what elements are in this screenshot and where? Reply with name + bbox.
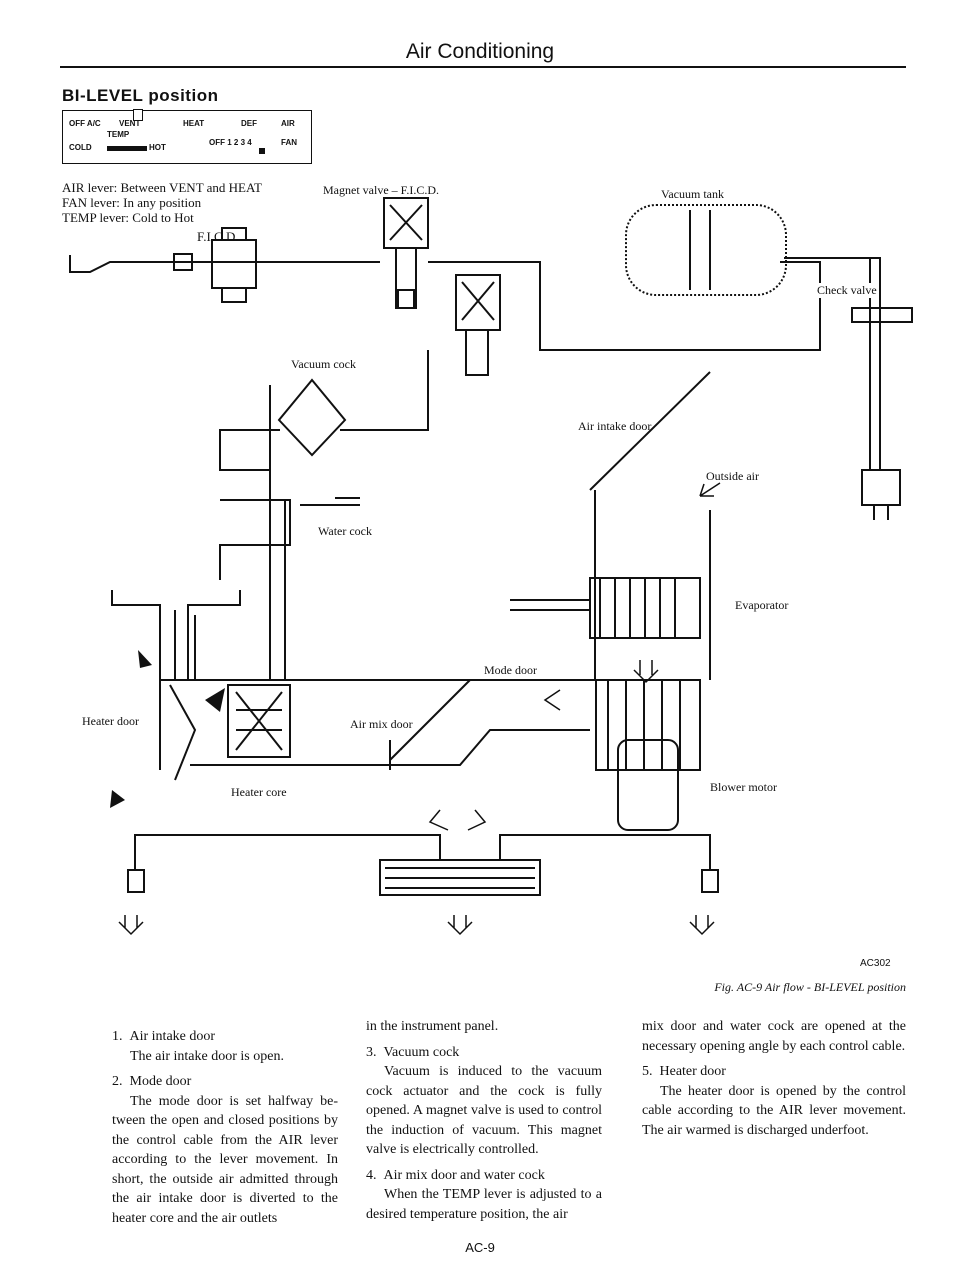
item3-heading: 3. Vacuum cock (366, 1044, 460, 1060)
text-column-2: in the instrument panel. 3. Vacuum cock … (366, 1017, 602, 1230)
vacuum-cock-actuator-icon (277, 378, 347, 457)
hot-label: HOT (149, 143, 166, 152)
blower-motor-icon (617, 739, 679, 831)
lower-duct (190, 729, 590, 766)
text-column-1: 1. Air intake door The air intake door i… (112, 1027, 338, 1234)
magnet-valve-label: Magnet valve – F.I.C.D. (323, 183, 440, 197)
heater-duct (111, 590, 595, 681)
item5-heading: 5. Heater door (642, 1064, 726, 1079)
item1-text: The air intake door is open. (130, 1048, 284, 1064)
ficd-label: F.I.C.D. (197, 229, 239, 244)
item3-text: Vacuum is induced to the vacuum cock act… (366, 1064, 602, 1157)
lower-heater-door-arrow-icon (110, 790, 125, 808)
cold-label: COLD (69, 143, 92, 152)
page-number: AC-9 (465, 1240, 495, 1255)
evaporator-label: Evaporator (735, 598, 789, 612)
fan-label: FAN (281, 138, 297, 147)
temp-lever-slider (107, 146, 147, 151)
air-mix-door-label: Air mix door (350, 717, 413, 731)
text-column-3: mix door and water cock are opened at th… (642, 1017, 906, 1146)
heater-core-icon (227, 684, 291, 758)
item2-heading: 2. Mode door (112, 1074, 192, 1089)
running-header: Air Conditioning (405, 40, 555, 63)
figure-caption: Fig. AC-9 Air flow - BI-LEVEL position (714, 980, 906, 994)
control-panel-diagram: OFF A/C VENT HEAT DEF AIR TEMP COLD HOT … (62, 109, 312, 164)
heater-core-label: Heater core (231, 785, 287, 799)
item5-text: The heater door is opened by the control… (642, 1083, 906, 1138)
check-valve-label: Check valve (817, 283, 877, 298)
center-vent-icon (379, 859, 541, 896)
vacuum-tank-label: Vacuum tank (661, 187, 724, 201)
water-pipe (219, 499, 291, 580)
vacuum-tank-icon (625, 204, 787, 296)
blower-motor-label: Blower motor (710, 780, 777, 794)
heater-airflow-arrow-icon (205, 688, 225, 712)
air-intake-door-icon (589, 371, 711, 491)
fan-lever-knob (259, 148, 265, 154)
item4-continuation: mix door and water cock are opened at th… (642, 1019, 906, 1054)
temp-lever-desc: TEMP lever: Cold to Hot (62, 210, 194, 225)
left-outlet-arrow-icon (118, 915, 144, 936)
header-rule (60, 66, 906, 68)
heater-door-icon (169, 684, 197, 781)
air-label: AIR (281, 119, 295, 128)
right-outlet-arrow-icon (689, 915, 715, 936)
heat-label: HEAT (183, 119, 205, 128)
heater-door-label: Heater door (82, 714, 139, 728)
blower-housing-icon (595, 679, 701, 771)
air-intake-door-label: Air intake door (578, 419, 652, 433)
air-lever-desc: AIR lever: Between VENT and HEAT (62, 180, 262, 195)
mix-airflow-arrow-icon (428, 809, 487, 831)
item2-continuation: in the instrument panel. (366, 1019, 499, 1034)
check-valve-icon (851, 307, 913, 323)
left-vent-icon (127, 869, 145, 893)
vent-label: VENT (119, 119, 141, 128)
mode-airflow-arrow-icon (543, 689, 561, 711)
off-ac-label: OFF A/C (69, 119, 101, 128)
outside-air-arrow-icon (699, 482, 721, 497)
right-vent-icon (701, 869, 719, 893)
item2-text: The mode door is set halfway be-tween th… (112, 1093, 338, 1226)
evaporator-airflow-arrow-icon (633, 660, 659, 684)
air-mix-door-icon (389, 679, 471, 761)
vacuum-cock-label: Vacuum cock (291, 357, 356, 371)
ficd-actuator-icon (211, 239, 257, 289)
ficd-vacuum-line (69, 255, 380, 273)
def-label: DEF (241, 119, 257, 128)
item4-heading: 4. Air mix door and water cock (366, 1167, 545, 1183)
temp-label: TEMP (107, 130, 130, 139)
fan-lever-desc: FAN lever: In any position (62, 195, 202, 210)
mode-door-label: Mode door (484, 663, 537, 677)
item1-heading: 1. Air intake door (112, 1029, 216, 1044)
outside-air-label: Outside air (706, 469, 759, 483)
fan-scale-label: OFF 1 2 3 4 (209, 138, 252, 147)
right-outlet-duct (499, 834, 711, 870)
figure-code: AC302 (860, 958, 891, 969)
center-outlet-arrow-icon (447, 915, 473, 936)
air-flow-diagram (69, 197, 913, 936)
air-lever-knob (133, 109, 143, 121)
ficd-connector-icon (173, 253, 193, 271)
upper-heater-door-arrow-icon (138, 650, 152, 668)
section-title: BI-LEVEL position (62, 86, 219, 105)
water-cock-label: Water cock (318, 524, 372, 538)
item4-text: When the TEMP lever is adjusted to a des… (366, 1187, 602, 1222)
left-outlet-duct (134, 834, 441, 870)
